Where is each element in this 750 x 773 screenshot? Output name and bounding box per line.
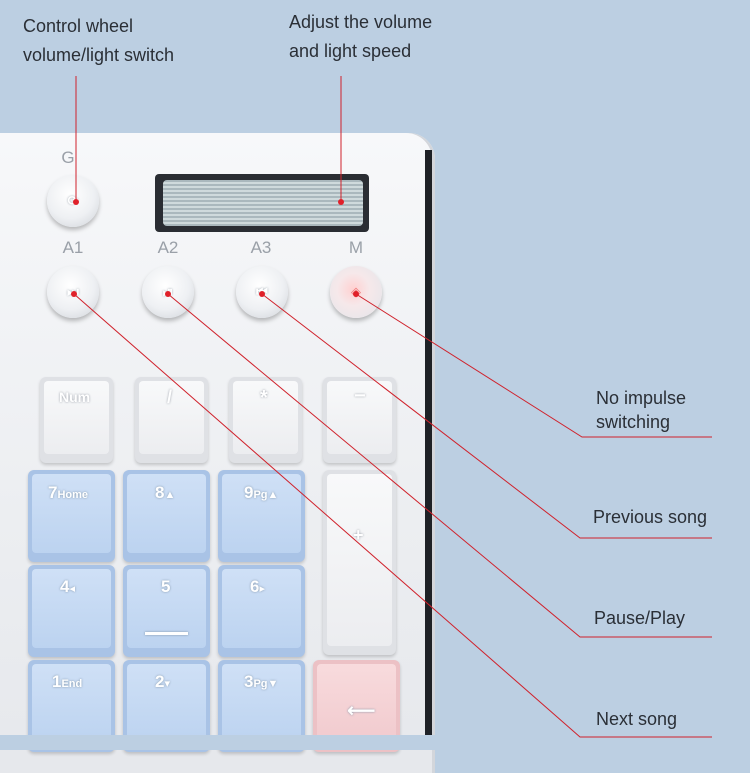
underscore-mark xyxy=(145,632,188,635)
annotation-line: No impulse xyxy=(596,388,687,408)
keycap xyxy=(327,474,392,646)
key-legend: 7Home xyxy=(48,483,88,503)
key-sub-legend: ▲ xyxy=(164,489,176,501)
annotation-next-song: Next song xyxy=(596,705,677,734)
annotation-previous-song: Previous song xyxy=(593,503,707,532)
annotation-line: and light speed xyxy=(289,41,412,61)
key-5[interactable]: 5 xyxy=(123,565,210,657)
previous-song-button[interactable]: ⏮ xyxy=(236,266,288,318)
m-key-label: M xyxy=(348,238,364,257)
key-legend: 1End xyxy=(52,672,82,692)
annotation-line: Adjust the volume xyxy=(289,12,433,32)
key-num[interactable]: Num xyxy=(40,377,113,463)
annotation-line: Control wheel xyxy=(23,16,134,36)
key-legend: ⟵ xyxy=(347,700,376,722)
key-sub-legend: ▾ xyxy=(164,678,170,690)
bottom-background-strip xyxy=(0,735,750,750)
key-number: 4 xyxy=(60,577,70,596)
key-6-right[interactable]: 6▸ xyxy=(218,565,305,657)
key-9-pgup[interactable]: 9Pg▲ xyxy=(218,470,305,562)
key-legend: + xyxy=(353,525,364,545)
refresh-icon: ⟳ xyxy=(67,193,79,208)
play-pause-icon: ⏯ xyxy=(162,284,174,299)
key-legend: 9Pg▲ xyxy=(244,483,278,503)
key-minus[interactable]: − xyxy=(323,377,396,463)
annotation-control-wheel: Control wheel volume/light switch xyxy=(23,12,174,70)
key-legend: 5 xyxy=(161,577,171,596)
key-sub-legend: Home xyxy=(57,489,89,501)
key-legend: 3Pg▼ xyxy=(244,672,278,692)
key-legend: 8▲ xyxy=(155,483,175,503)
mode-icon: ◈ xyxy=(351,284,361,299)
annotation-line: Previous song xyxy=(593,507,708,527)
a2-key-label: A2 xyxy=(157,238,179,257)
key-number: 1 xyxy=(52,672,62,691)
pause-play-button[interactable]: ⏯ xyxy=(142,266,194,318)
wheel-switch-button[interactable]: ⟳ xyxy=(47,175,99,227)
key-legend: 4◂ xyxy=(60,577,75,597)
key-asterisk[interactable]: * xyxy=(229,377,302,463)
annotation-line: switching xyxy=(596,412,671,432)
annotation-adjust-volume: Adjust the volume and light speed xyxy=(289,8,432,66)
annotation-line: volume/light switch xyxy=(23,45,175,65)
key-sub-legend: ▸ xyxy=(259,583,265,595)
key-sub-legend: End xyxy=(61,678,83,690)
key-legend: Num xyxy=(59,389,91,405)
key-sub-legend: ◂ xyxy=(69,583,75,595)
a1-key-label: A1 xyxy=(62,238,84,257)
g-key-label: G xyxy=(61,148,75,167)
keyboard-edge xyxy=(425,150,432,750)
key-legend: 2▾ xyxy=(155,672,170,692)
key-legend: 6▸ xyxy=(250,577,265,597)
key-plus[interactable]: + xyxy=(323,470,396,655)
volume-light-wheel[interactable] xyxy=(163,180,363,226)
annotation-line: Next song xyxy=(596,709,678,729)
key-legend: / xyxy=(167,387,173,407)
key-legend: * xyxy=(260,387,268,409)
key-4-left[interactable]: 4◂ xyxy=(28,565,115,657)
no-impulse-button[interactable]: ◈ xyxy=(330,266,382,318)
key-legend: − xyxy=(354,385,366,407)
key-slash[interactable]: / xyxy=(135,377,208,463)
key-sub-legend: Pg▲ xyxy=(253,489,279,501)
annotation-pause-play: Pause/Play xyxy=(594,604,685,633)
annotation-line: Pause/Play xyxy=(594,608,686,628)
key-number: 7 xyxy=(48,483,58,502)
key-sub-legend: Pg▼ xyxy=(253,678,279,690)
key-7-home[interactable]: 7Home xyxy=(28,470,115,562)
previous-track-icon: ⏮ xyxy=(256,284,268,299)
next-song-button[interactable]: ⏭ xyxy=(47,266,99,318)
annotation-no-impulse: No impulse switching xyxy=(596,386,686,434)
key-8-up[interactable]: 8▲ xyxy=(123,470,210,562)
next-track-icon: ⏭ xyxy=(67,284,79,299)
a3-key-label: A3 xyxy=(250,238,272,257)
